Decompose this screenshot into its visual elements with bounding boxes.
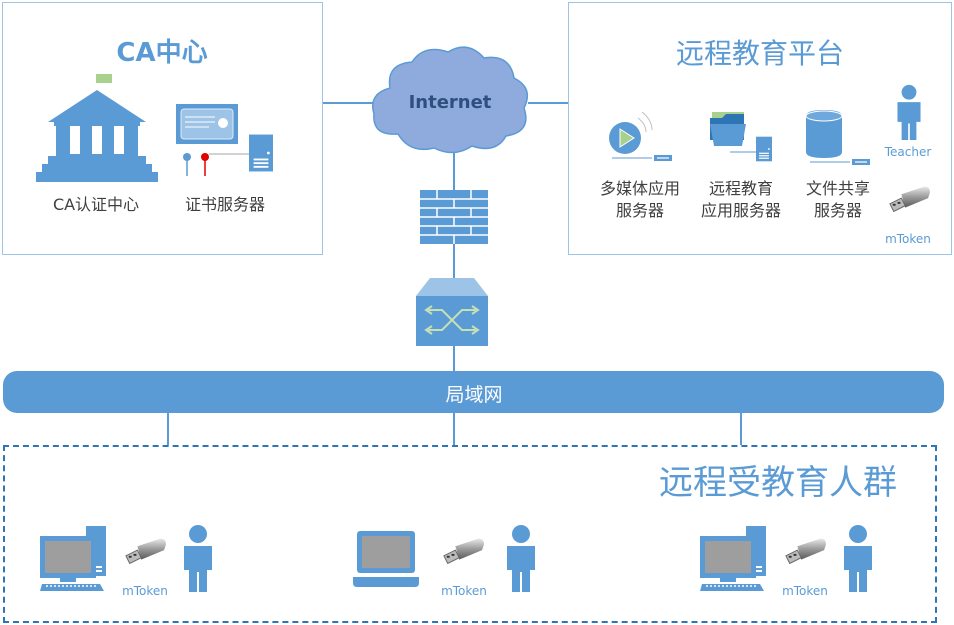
- mtoken-usb-icon: [443, 538, 484, 564]
- learner-mtoken-label: mToken: [782, 584, 828, 598]
- network-switch-icon: [416, 278, 488, 346]
- switch-to-lan-line: [453, 344, 455, 372]
- file-share-server-label-line2: 服务器: [813, 201, 863, 220]
- learner-mtoken-label: mToken: [441, 584, 487, 598]
- education-platform-box: [568, 2, 952, 255]
- ca-to-internet-line: [323, 102, 373, 104]
- multimedia-server-label: 多媒体应用 服务器: [600, 178, 680, 222]
- lan-label: 局域网: [445, 384, 503, 406]
- platform-mtoken-label: mToken: [885, 232, 931, 246]
- lan-drop-line-3: [740, 413, 742, 445]
- file-share-server-label-line1: 文件共享: [805, 179, 871, 198]
- learner-person-icon: [184, 525, 212, 592]
- internet-to-platform-line: [528, 102, 568, 104]
- file-share-server-label: 文件共享 服务器: [806, 178, 870, 222]
- laptop-icon: [353, 531, 419, 587]
- certificate-server-label: 证书服务器: [184, 195, 266, 214]
- edu-app-server-label-line1: 远程教育: [708, 179, 774, 198]
- lan-drop-line-1: [167, 413, 169, 445]
- ca-building-icon: [36, 74, 158, 182]
- multimedia-server-icon: [609, 111, 672, 162]
- teacher-person-icon: [897, 84, 921, 140]
- mtoken-usb-icon: [125, 538, 166, 564]
- certificate-server-icon: [176, 104, 273, 176]
- ca-center-box: [2, 2, 323, 255]
- internet-cloud-icon: [372, 46, 529, 154]
- lan-bus: [3, 371, 944, 413]
- ca-auth-center-label: CA认证中心: [52, 195, 140, 214]
- teacher-label: Teacher: [884, 145, 932, 159]
- file-share-server-icon: [805, 110, 870, 166]
- firewall-to-switch-line: [453, 242, 455, 280]
- edu-app-server-label-line2: 应用服务器: [700, 201, 782, 220]
- learner-mtoken-label: mToken: [122, 584, 168, 598]
- mtoken-usb-icon: [785, 538, 826, 564]
- mtoken-usb-icon: [889, 186, 930, 212]
- education-platform-title: 远程教育平台: [675, 37, 845, 70]
- internet-to-firewall-line: [453, 150, 455, 192]
- edu-app-server-icon: [710, 112, 772, 162]
- firewall-icon: [420, 190, 488, 244]
- internet-label: Internet: [408, 92, 492, 113]
- lan-drop-line-2: [453, 413, 455, 445]
- learners-title: 远程受教育人群: [659, 463, 897, 503]
- learner-person-icon: [507, 525, 535, 592]
- edu-app-server-label: 远程教育 应用服务器: [701, 178, 781, 222]
- learner-person-icon: [844, 525, 872, 592]
- multimedia-server-label-line2: 服务器: [615, 201, 665, 220]
- multimedia-server-label-line1: 多媒体应用: [599, 179, 681, 198]
- desktop-computer-icon: [700, 526, 767, 591]
- ca-center-title: CA中心: [116, 38, 208, 68]
- learners-box: [3, 445, 937, 623]
- desktop-computer-icon: [40, 526, 107, 591]
